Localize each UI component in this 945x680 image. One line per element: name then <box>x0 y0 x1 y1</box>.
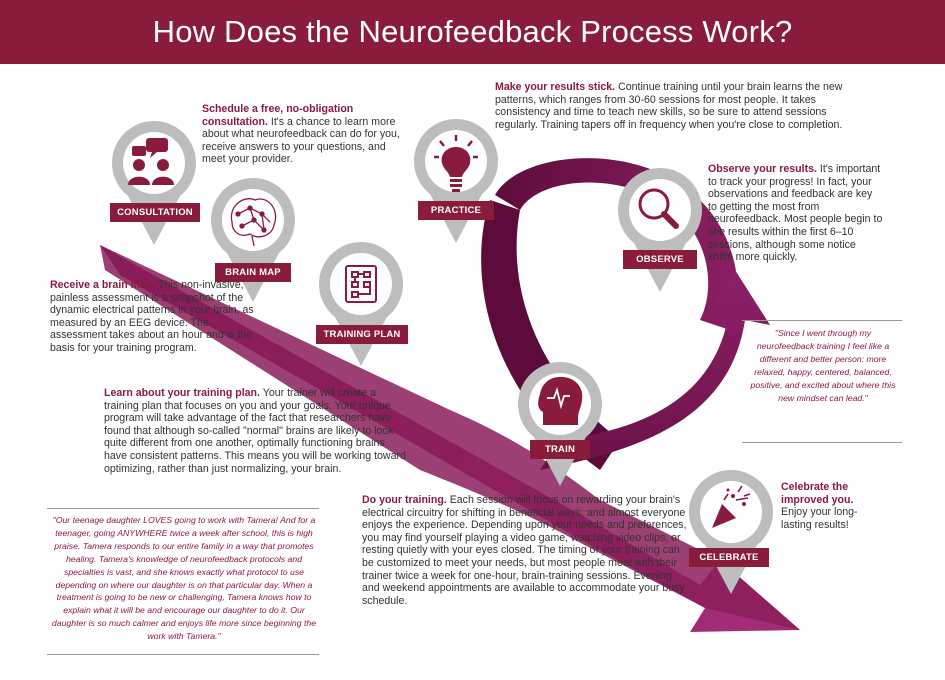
step-celebrate-text: Celebrate the improved you. Enjoy your l… <box>781 481 873 531</box>
quote-right: "Since I went through my neurofeedback t… <box>750 328 896 403</box>
step-practice-body: Continue training until your brain learn… <box>495 81 843 131</box>
step-training-plan-body: Your trainer will create a training plan… <box>104 387 406 475</box>
loop-arrow-inner <box>481 200 620 470</box>
head-brainwave-icon <box>538 376 583 425</box>
brain-network-icon <box>230 198 277 247</box>
pin-training-plan <box>319 242 403 366</box>
label-brain-map: BRAIN MAP <box>215 263 291 282</box>
label-training-plan: TRAINING PLAN <box>316 325 408 344</box>
step-consultation-body: It's a chance to learn more about what n… <box>202 115 400 166</box>
quote-right-top-rule <box>742 320 902 321</box>
label-practice: PRACTICE <box>418 201 494 220</box>
step-practice-heading: Make your results stick. <box>495 81 616 93</box>
pin-observe <box>618 168 702 292</box>
step-practice-text: Make your results stick. Continue traini… <box>495 81 865 131</box>
step-training-plan-text: Learn about your training plan. Your tra… <box>104 387 409 475</box>
step-observe-heading: Observe your results. <box>708 163 817 175</box>
step-observe-text: Observe your results. It's important to … <box>708 163 883 264</box>
label-celebrate: CELEBRATE <box>689 548 769 567</box>
magnifier-icon <box>638 188 679 229</box>
step-training-plan-heading: Learn about your training plan. <box>104 387 260 399</box>
step-observe-body: It's important to track your progress! I… <box>708 163 883 264</box>
clipboard-flowchart-icon <box>345 265 377 303</box>
lightbulb-icon <box>434 135 478 192</box>
step-train-heading: Do your training. <box>362 494 447 506</box>
step-consultation-heading: Schedule a free, no-obligation consultat… <box>202 103 354 128</box>
quote-left-top-rule <box>47 508 319 509</box>
title-banner: How Does the Neurofeedback Process Work? <box>0 0 945 64</box>
label-consultation: CONSULTATION <box>110 203 200 222</box>
step-celebrate-body: Enjoy your long-lasting results! <box>781 506 858 531</box>
quote-left: "Our teenage daughter LOVES going to wor… <box>51 515 317 642</box>
label-observe: OBSERVE <box>623 250 697 269</box>
loop-arrow-back <box>495 158 738 330</box>
step-brain-map-body: This non-invasive, painless assessment i… <box>50 279 254 354</box>
step-consultation-text: Schedule a free, no-obligation consultat… <box>202 103 402 166</box>
step-train-text: Do your training. Each session will focu… <box>362 494 687 607</box>
step-celebrate-heading: Celebrate the improved you. <box>781 481 854 506</box>
step-train-body: Each session will focus on rewarding you… <box>362 494 687 607</box>
main-arrow-band <box>100 245 800 630</box>
party-popper-icon <box>712 485 751 528</box>
quote-left-bottom-rule <box>47 654 319 655</box>
consultation-icon <box>128 138 174 185</box>
step-brain-map-text: Receive a brain map. This non-invasive, … <box>50 279 265 355</box>
page-title: How Does the Neurofeedback Process Work? <box>152 14 793 49</box>
label-train: TRAIN <box>530 440 590 459</box>
quote-right-bottom-rule <box>742 442 902 443</box>
step-brain-map-heading: Receive a brain map. <box>50 279 156 291</box>
